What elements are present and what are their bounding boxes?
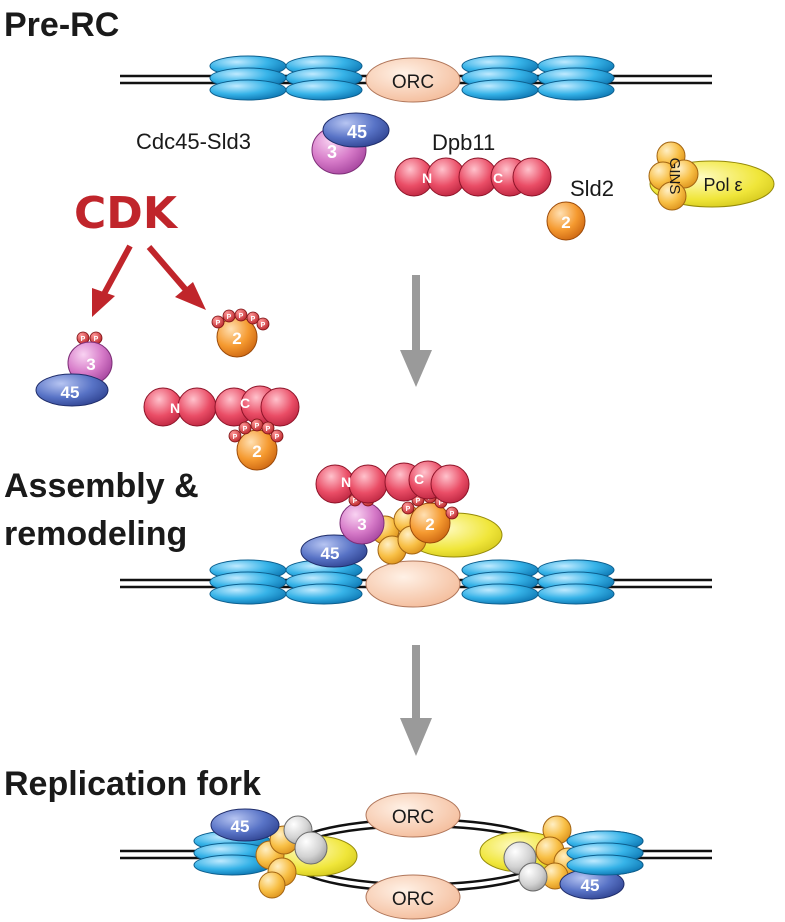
- stage-title-replication-fork: Replication fork: [4, 765, 261, 803]
- pre-rc-gins-pol-epsilon: GINS Pol ε: [648, 141, 775, 211]
- assembly-mcm-right: [461, 559, 615, 605]
- dpb11-n-label: N: [422, 170, 432, 186]
- orc-label: ORC: [392, 807, 434, 828]
- dpb11-c-label: C: [240, 395, 250, 411]
- p-label: P: [251, 316, 256, 323]
- pol-epsilon-label: Pol ε: [703, 175, 742, 195]
- cdk-arrow-to-sld3: [92, 244, 133, 317]
- sld3-label: 3: [327, 142, 337, 162]
- cdc45-label: 45: [231, 817, 250, 836]
- p-label: P: [275, 434, 280, 441]
- fork-orc-bottom: ORC: [365, 874, 461, 920]
- assembly-dpb11: N C: [315, 460, 470, 504]
- p-label: P: [239, 313, 244, 320]
- fork-orc-top: ORC: [365, 792, 461, 838]
- dpb11-c-label: C: [414, 471, 424, 487]
- p-label: P: [261, 322, 266, 329]
- sld2-number: 2: [252, 442, 261, 461]
- dpb11-c-label: C: [493, 170, 503, 186]
- cdc45-label: 45: [61, 383, 80, 402]
- p-label: P: [81, 336, 86, 343]
- cdc45-label: 45: [347, 122, 367, 142]
- cdc45-label: 45: [321, 544, 340, 563]
- p-label: P: [216, 320, 221, 327]
- p-label: P: [450, 511, 455, 518]
- p-label: P: [227, 314, 232, 321]
- pre-rc-dpb11: N C: [394, 157, 552, 197]
- p-label: P: [266, 426, 271, 433]
- p-label: P: [233, 434, 238, 441]
- p-label: P: [416, 498, 421, 505]
- stage-title-assembly: Assembly &: [4, 467, 199, 505]
- p-label: P: [406, 506, 411, 513]
- phospho-sld2: 2 P P P P P: [211, 308, 270, 358]
- sld2-number: 2: [561, 213, 570, 232]
- pre-rc-sld2: 2: [546, 201, 586, 241]
- sld2-label: Sld2: [570, 176, 614, 201]
- cdk-arrow-to-sld2: [146, 245, 206, 310]
- orc-label: ORC: [392, 72, 434, 93]
- p-label: P: [439, 500, 444, 507]
- fork-left-replisome: 45: [193, 808, 358, 899]
- pre-rc-cdc45-sld3: 3 45: [311, 112, 390, 175]
- cdc45-sld3-label: Cdc45-Sld3: [136, 129, 251, 154]
- fork-right-replisome: 45: [479, 815, 644, 900]
- sld3-label: 3: [86, 355, 95, 374]
- dpb11-sld2-complex: N C 2 P P P P P: [143, 385, 300, 471]
- sld2-number: 2: [232, 329, 241, 348]
- sld3-label: 3: [357, 515, 366, 534]
- dpb11-label: Dpb11: [432, 130, 495, 155]
- cdc45-label: 45: [581, 876, 600, 895]
- p-label: P: [255, 423, 260, 430]
- p-label: P: [353, 498, 358, 505]
- flow-arrow-1: [400, 275, 432, 387]
- dpb11-n-label: N: [170, 400, 180, 416]
- dpb11-n-label: N: [341, 474, 351, 490]
- p-label: P: [243, 426, 248, 433]
- flow-arrow-2: [400, 645, 432, 756]
- assembly-orc: [365, 560, 461, 608]
- pre-rc-mcm-left: [209, 55, 363, 101]
- gins-label: GINS: [666, 158, 683, 195]
- p-label: P: [94, 336, 99, 343]
- pre-rc-orc: ORC: [365, 57, 461, 103]
- orc-label: ORC: [392, 889, 434, 910]
- pre-rc-mcm-right: [461, 55, 615, 101]
- sld2-number: 2: [425, 515, 434, 534]
- assembly-cdc45-sld3: 45 3 P P: [300, 493, 385, 568]
- stage-title-remodeling: remodeling: [4, 515, 187, 553]
- phospho-sld3-cdc45: P P 3 45: [35, 331, 113, 407]
- stage-title-pre-rc: Pre-RC: [4, 6, 119, 44]
- assembly-sld2: 2 P P P P P: [401, 490, 459, 544]
- cdk-label: CDK: [74, 188, 179, 239]
